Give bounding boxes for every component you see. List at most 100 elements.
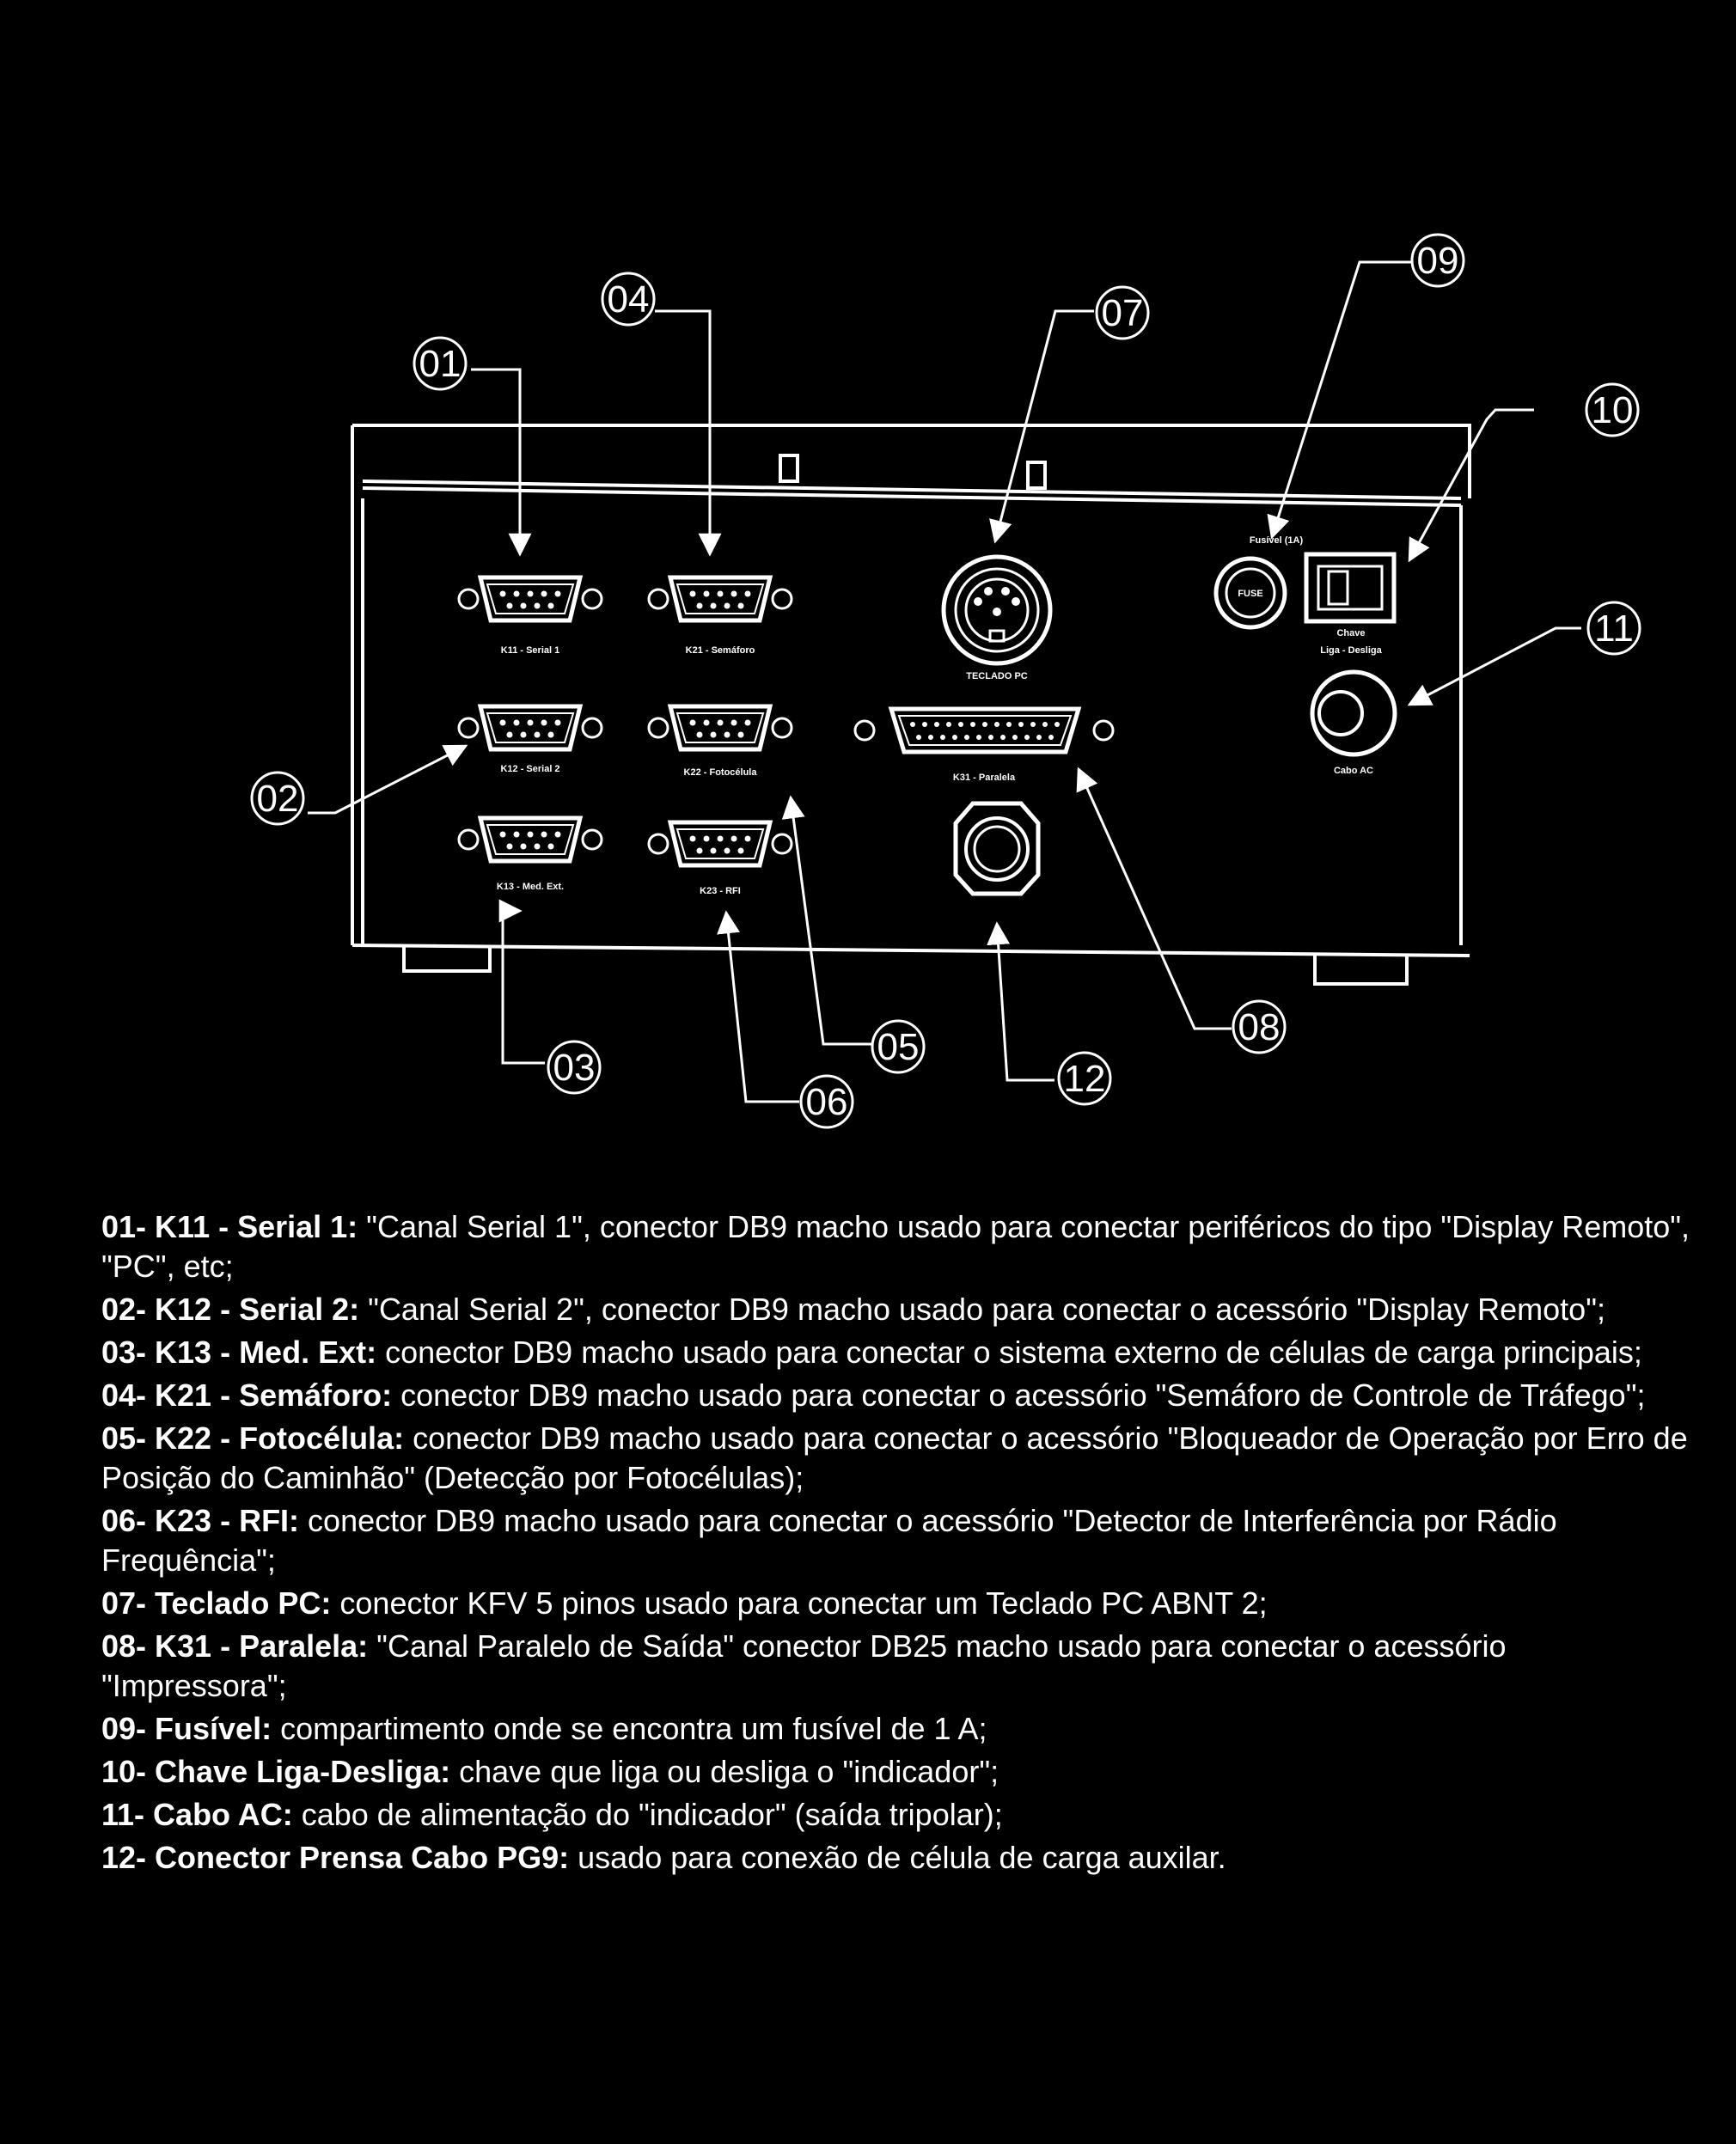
db25-pin	[916, 735, 921, 740]
legend-description: conector DB9 macho usado para conectar o…	[376, 1335, 1642, 1370]
cabo-ac-label: Cabo AC	[1334, 766, 1373, 776]
callouts: 01 02 03 04 05 06 07 08 09 10 11 12	[250, 233, 1641, 1129]
k31-label: K31 - Paralela	[953, 773, 1016, 783]
legend-description: "Canal Serial 1", conector DB9 macho usa…	[101, 1209, 1690, 1284]
callout-02: 02	[250, 771, 305, 826]
svg-text:08: 08	[1238, 1006, 1281, 1048]
k31-paralela-connector	[853, 706, 1115, 754]
k21-semaforo-connector	[649, 577, 792, 620]
callout-10: 10	[1585, 382, 1640, 437]
legend-term: 08- K31 - Paralela:	[101, 1628, 369, 1664]
db25-pin	[1024, 735, 1030, 740]
legend-description: "Canal Serial 2", conector DB9 macho usa…	[359, 1292, 1605, 1327]
svg-text:12: 12	[1064, 1058, 1106, 1100]
db25-pin	[1042, 722, 1048, 727]
svg-text:11: 11	[1594, 608, 1634, 650]
k12-serial-2-connector	[459, 706, 602, 749]
legend-item: 03- K13 - Med. Ext: conector DB9 macho u…	[101, 1333, 1691, 1372]
legend-item: 01- K11 - Serial 1: "Canal Serial 1", co…	[101, 1207, 1691, 1286]
legend-item: 02- K12 - Serial 2: "Canal Serial 2", co…	[101, 1290, 1691, 1329]
k13-label: K13 - Med. Ext.	[497, 882, 564, 892]
pg9-cable-gland	[953, 801, 1041, 896]
leader-lines	[308, 260, 1581, 1103]
db25-pin	[982, 722, 987, 727]
db25-pin	[928, 735, 933, 740]
legend-item: 12- Conector Prensa Cabo PG9: usado para…	[101, 1838, 1691, 1878]
callout-06: 06	[799, 1074, 854, 1129]
k23-label: K23 - RFI	[700, 886, 741, 896]
callout-11: 11	[1586, 601, 1641, 656]
db25-pin	[976, 735, 981, 740]
teclado-label: TECLADO PC	[966, 671, 1028, 681]
legend-description: "Canal Paralelo de Saída" conector DB25 …	[101, 1628, 1507, 1703]
k22-fotocelula-connector	[649, 706, 792, 749]
db25-pin	[1012, 735, 1018, 740]
svg-text:07: 07	[1102, 292, 1144, 334]
k12-label: K12 - Serial 2	[500, 764, 559, 774]
callout-12: 12	[1057, 1051, 1112, 1106]
legend-item: 06- K23 - RFI: conector DB9 macho usado …	[101, 1501, 1691, 1580]
legend-term: 10- Chave Liga-Desliga:	[101, 1754, 451, 1789]
callout-05: 05	[871, 1019, 926, 1074]
legend-term: 12- Conector Prensa Cabo PG9:	[101, 1840, 570, 1875]
db25-pin	[994, 722, 999, 727]
legend-item: 10- Chave Liga-Desliga: chave que liga o…	[101, 1752, 1691, 1792]
svg-text:01: 01	[419, 343, 462, 385]
svg-text:06: 06	[806, 1081, 848, 1123]
fuse-holder	[1213, 556, 1287, 630]
legend-term: 04- K21 - Semáforo:	[101, 1377, 393, 1413]
db25-pin	[910, 722, 915, 727]
fuse-text: FUSE	[1238, 589, 1262, 599]
db25-pin	[1018, 722, 1024, 727]
callout-04: 04	[601, 272, 656, 327]
db25-pin	[1000, 735, 1006, 740]
k22-label: K22 - Fotocélula	[684, 767, 758, 778]
legend-term: 01- K11 - Serial 1:	[101, 1209, 358, 1244]
ac-cable-entry	[1310, 669, 1397, 757]
db25-pin	[1036, 735, 1042, 740]
fusivel-label: Fusível (1A)	[1250, 535, 1304, 546]
legend-term: 03- K13 - Med. Ext:	[101, 1335, 377, 1370]
db25-pin	[1030, 722, 1036, 727]
svg-text:05: 05	[877, 1026, 920, 1068]
legend-item: 05- K22 - Fotocélula: conector DB9 macho…	[101, 1419, 1691, 1498]
svg-text:10: 10	[1592, 389, 1634, 431]
legend-description: conector DB9 macho usado para conectar o…	[392, 1377, 1646, 1413]
callout-08: 08	[1232, 999, 1287, 1054]
legend-term: 02- K12 - Serial 2:	[101, 1292, 360, 1327]
callout-09: 09	[1410, 233, 1465, 288]
legend-item: 11- Cabo AC: cabo de alimentação do "ind…	[101, 1795, 1691, 1835]
db25-pin	[952, 735, 957, 740]
db25-pin	[940, 735, 945, 740]
legend-description: conector DB9 macho usado para conectar o…	[101, 1503, 1557, 1578]
svg-text:04: 04	[608, 278, 650, 321]
db25-pin	[922, 722, 927, 727]
k13-med-ext-connector	[459, 818, 602, 861]
legend-term: 07- Teclado PC:	[101, 1585, 332, 1621]
legend-term: 05- K22 - Fotocélula:	[101, 1420, 405, 1456]
legend-list: 01- K11 - Serial 1: "Canal Serial 1", co…	[101, 1207, 1691, 1881]
rear-panel-diagram: K11 - Serial 1 K21 - Semáforo K12 - Seri…	[250, 233, 1641, 1129]
legend-description: usado para conexão de célula de carga au…	[569, 1840, 1226, 1875]
db25-pin	[964, 735, 969, 740]
teclado-pc-connector	[941, 554, 1053, 666]
legend-item: 09- Fusível: compartimento onde se encon…	[101, 1709, 1691, 1749]
db25-pin	[1006, 722, 1012, 727]
db25-pin	[970, 722, 975, 727]
callout-03: 03	[547, 1040, 602, 1095]
chave-label-1: Chave	[1336, 628, 1365, 638]
svg-text:03: 03	[553, 1047, 596, 1089]
k21-label: K21 - Semáforo	[686, 645, 755, 656]
legend-term: 09- Fusível:	[101, 1711, 272, 1746]
callout-07: 07	[1095, 285, 1150, 340]
db25-pin	[934, 722, 939, 727]
k23-rfi-connector	[649, 822, 792, 865]
db25-pin	[946, 722, 951, 727]
legend-description: cabo de alimentação do "indicador" (saíd…	[292, 1797, 1003, 1832]
legend-item: 07- Teclado PC: conector KFV 5 pinos usa…	[101, 1584, 1691, 1623]
callout-01: 01	[413, 336, 468, 391]
enclosure	[351, 424, 1471, 986]
db25-pin	[1048, 735, 1054, 740]
db25-pin	[988, 735, 993, 740]
db25-pin	[958, 722, 963, 727]
